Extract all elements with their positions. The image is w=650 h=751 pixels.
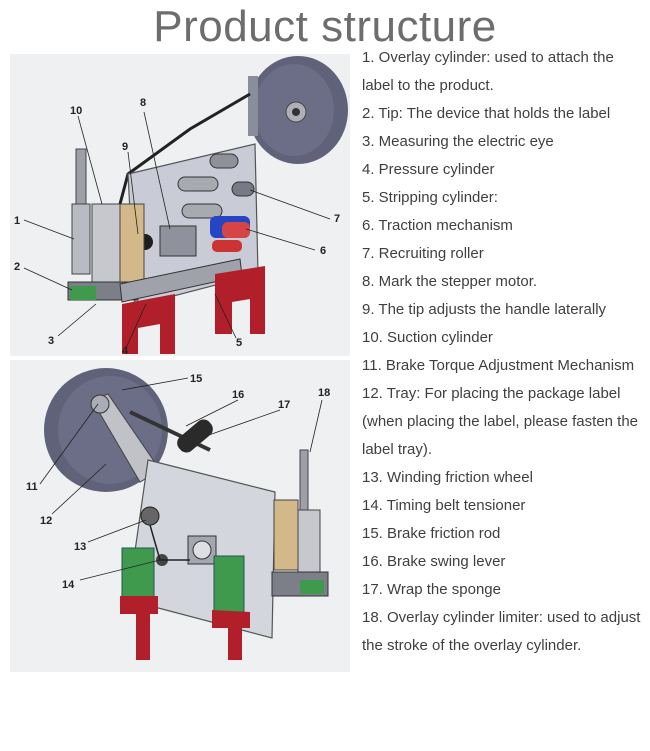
label-belt [118, 92, 251, 205]
left-green-block [121, 547, 155, 601]
callout-7: 7 [334, 213, 340, 225]
rear-right-stand [212, 610, 250, 660]
callout-10: 10 [70, 105, 82, 117]
page-title: Product structure [153, 2, 497, 51]
stepper-motor [159, 225, 197, 257]
callout-12: 12 [40, 515, 52, 527]
left-stand [122, 294, 175, 354]
machine-rear-view-diagram: 15 16 17 18 11 12 13 14 [10, 360, 350, 672]
right-green-block [213, 555, 245, 613]
legend-item: 17. Wrap the sponge [362, 581, 501, 598]
legend-item: 18. Overlay cylinder limiter: used to ad… [362, 609, 641, 654]
callout-2: 2 [14, 261, 20, 273]
legend-item: 8. Mark the stepper motor. [362, 273, 538, 290]
legend-item: 13. Winding friction wheel [362, 469, 533, 486]
legend-item: 15. Brake friction rod [362, 525, 501, 542]
rollers [177, 153, 255, 219]
callout-13: 13 [74, 541, 86, 553]
legend-item: 1. Overlay cylinder: used to attach the … [362, 49, 614, 94]
rear-left-stand [120, 596, 158, 660]
parts-legend: 1. Overlay cylinder: used to attach the … [362, 44, 647, 660]
legend-item: 14. Timing belt tensioner [362, 497, 526, 514]
callout-4: 4 [122, 345, 129, 356]
wrap-sponge [177, 419, 213, 453]
legend-item: 12. Tray: For placing the package label … [362, 385, 639, 458]
legend-item: 3. Measuring the electric eye [362, 133, 554, 150]
callout-15: 15 [190, 373, 202, 385]
legend-item: 4. Pressure cylinder [362, 161, 495, 178]
legend-item: 10. Suction cylinder [362, 329, 493, 346]
callout-3: 3 [48, 335, 54, 347]
callout-5: 5 [236, 337, 242, 349]
machine-front-view-diagram: 1 2 3 4 5 6 7 8 9 10 [10, 54, 350, 356]
legend-item: 7. Recruiting roller [362, 245, 484, 262]
winding-friction-wheel [140, 506, 160, 526]
callout-9: 9 [122, 141, 128, 153]
legend-item: 5. Stripping cylinder: [362, 189, 498, 206]
callout-16: 16 [232, 389, 244, 401]
callout-8: 8 [140, 97, 146, 109]
legend-item: 2. Tip: The device that holds the label [362, 105, 611, 122]
callout-1: 1 [14, 215, 20, 227]
traction-mechanism [210, 216, 250, 252]
callout-11: 11 [26, 481, 38, 493]
callout-6: 6 [320, 245, 326, 257]
legend-item: 16. Brake swing lever [362, 553, 506, 570]
legend-item: 6. Traction mechanism [362, 217, 513, 234]
label-reel [248, 56, 348, 164]
right-stand [215, 266, 265, 334]
callout-18: 18 [318, 387, 330, 399]
callout-14: 14 [62, 579, 75, 591]
legend-item: 11. Brake Torque Adjustment Mechanism [362, 357, 635, 374]
callout-17: 17 [278, 399, 290, 411]
legend-item: 9. The tip adjusts the handle laterally [362, 301, 607, 318]
rear-cylinder-assembly [271, 449, 329, 597]
